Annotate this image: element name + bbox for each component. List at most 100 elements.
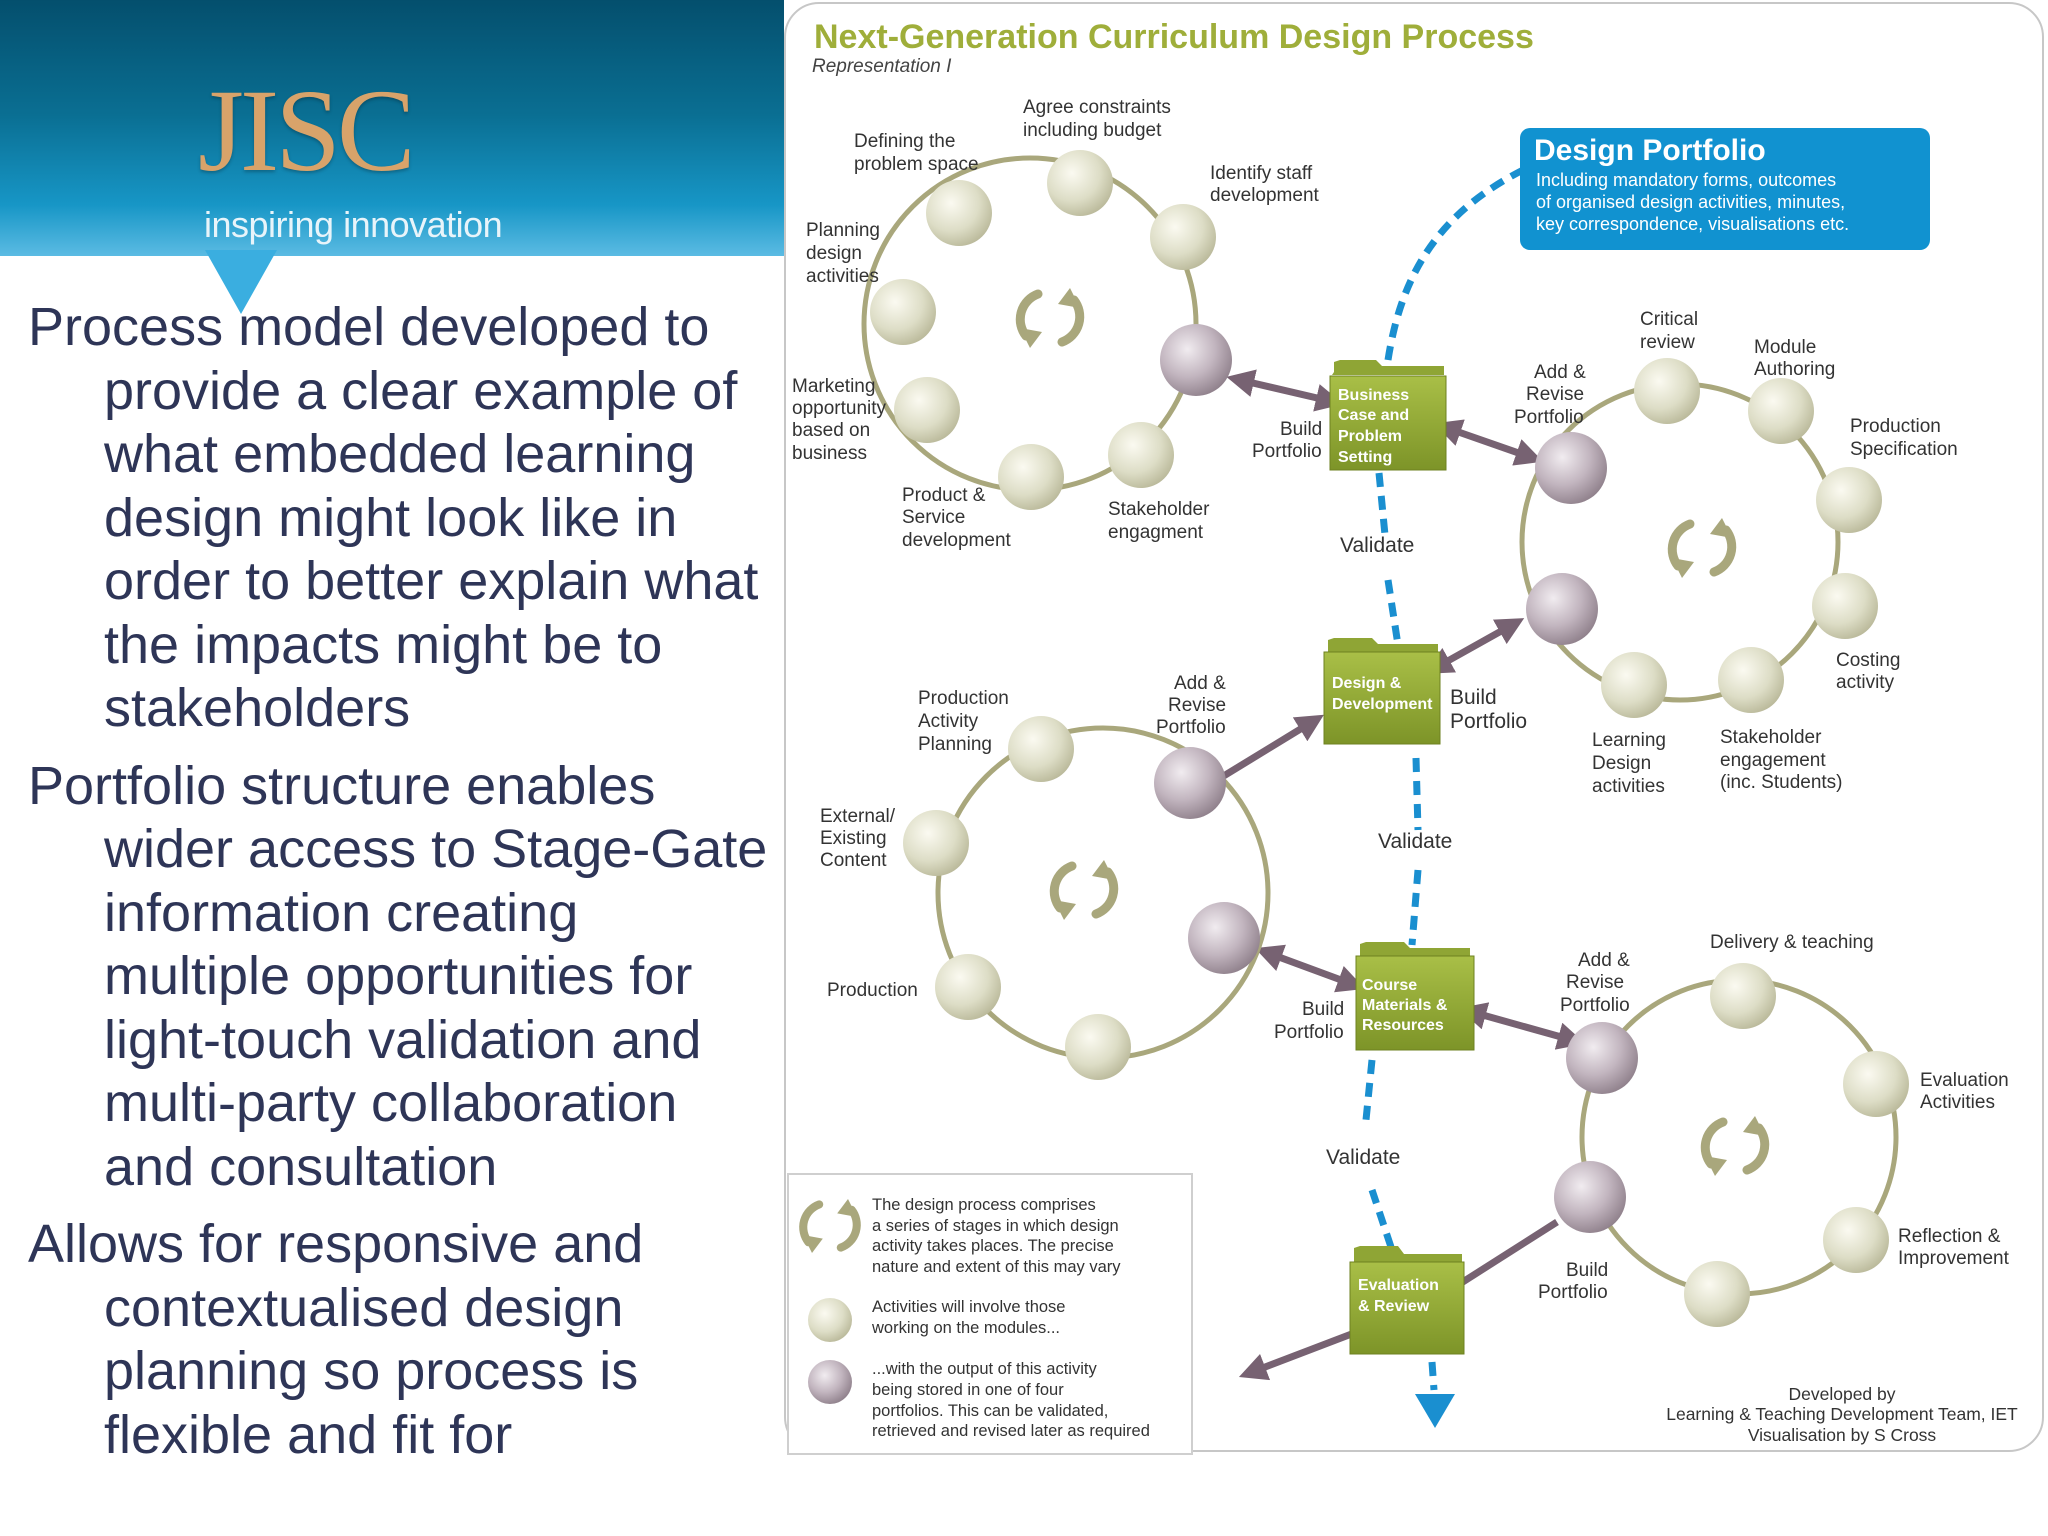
svg-text:The design process comprises: The design process comprises bbox=[872, 1196, 1096, 1214]
svg-text:being stored in one of four: being stored in one of four bbox=[872, 1381, 1064, 1399]
svg-text:of organised design activities: of organised design activities, minutes, bbox=[1536, 192, 1845, 212]
svg-text:Add &: Add & bbox=[1534, 362, 1586, 383]
folder-evaluation-review: Evaluation & Review bbox=[1349, 1246, 1465, 1355]
svg-text:Portfolio: Portfolio bbox=[1560, 995, 1630, 1016]
svg-text:engagement: engagement bbox=[1720, 750, 1826, 771]
svg-text:Business: Business bbox=[1338, 387, 1409, 404]
svg-text:External/: External/ bbox=[820, 806, 896, 827]
svg-text:Design &: Design & bbox=[1332, 675, 1402, 692]
svg-text:Production: Production bbox=[1850, 416, 1941, 437]
svg-text:Resources: Resources bbox=[1362, 1017, 1444, 1034]
svg-text:Specification: Specification bbox=[1850, 439, 1958, 460]
svg-text:Authoring: Authoring bbox=[1754, 359, 1835, 380]
svg-text:Production: Production bbox=[827, 980, 918, 1001]
svg-text:Product &: Product & bbox=[902, 485, 986, 506]
svg-text:Validate: Validate bbox=[1326, 1146, 1400, 1169]
svg-text:engagment: engagment bbox=[1108, 522, 1204, 543]
svg-text:Costing: Costing bbox=[1836, 650, 1900, 671]
svg-text:activity: activity bbox=[1836, 672, 1895, 693]
svg-text:Case and: Case and bbox=[1338, 407, 1409, 424]
svg-text:including budget: including budget bbox=[1023, 120, 1162, 141]
credits: Developed by Learning & Teaching Develop… bbox=[1666, 1384, 2018, 1445]
bullet-list: Process model developed to provide a cle… bbox=[28, 296, 768, 1481]
header-band bbox=[0, 0, 784, 256]
svg-text:activities: activities bbox=[1592, 776, 1665, 797]
design-portfolio-box bbox=[1520, 128, 1930, 250]
svg-text:key correspondence, visualisat: key correspondence, visualisations etc. bbox=[1536, 214, 1849, 234]
svg-text:Reflection &: Reflection & bbox=[1898, 1226, 2001, 1247]
svg-text:Portfolio: Portfolio bbox=[1538, 1282, 1608, 1303]
svg-text:(inc. Students): (inc. Students) bbox=[1720, 772, 1843, 793]
svg-text:Visualisation by S Cross: Visualisation by S Cross bbox=[1748, 1425, 1937, 1445]
svg-text:a series of stages in which de: a series of stages in which design bbox=[872, 1217, 1119, 1235]
svg-text:Evaluation: Evaluation bbox=[1358, 1277, 1439, 1294]
svg-text:Portfolio: Portfolio bbox=[1514, 407, 1584, 428]
logo-tagline: inspiring innovation bbox=[204, 204, 503, 245]
svg-text:business: business bbox=[792, 443, 867, 464]
svg-text:retrieved and revised later as: retrieved and revised later as required bbox=[872, 1422, 1150, 1440]
svg-text:Design: Design bbox=[1592, 753, 1651, 774]
svg-text:Delivery & teaching: Delivery & teaching bbox=[1710, 932, 1874, 953]
svg-text:Setting: Setting bbox=[1338, 449, 1392, 466]
svg-text:Build: Build bbox=[1450, 686, 1497, 709]
bullet-item: Process model developed to provide a cle… bbox=[28, 297, 759, 738]
svg-text:based on: based on bbox=[792, 420, 870, 441]
svg-text:Portfolio: Portfolio bbox=[1450, 710, 1527, 733]
svg-text:Materials &: Materials & bbox=[1362, 997, 1448, 1014]
svg-text:Evaluation: Evaluation bbox=[1920, 1070, 2009, 1091]
svg-text:review: review bbox=[1640, 332, 1695, 353]
portfolio-nodes bbox=[1154, 324, 1638, 1233]
svg-text:Portfolio: Portfolio bbox=[1252, 441, 1322, 462]
svg-text:Agree constraints: Agree constraints bbox=[1023, 97, 1171, 118]
svg-text:Revise: Revise bbox=[1566, 972, 1624, 993]
legend: The design process comprises a series of… bbox=[787, 1173, 1193, 1455]
label-delivery: Delivery & teaching bbox=[1710, 932, 1874, 953]
svg-text:...with the output of this act: ...with the output of this activity bbox=[872, 1360, 1097, 1378]
design-portfolio-title: Design Portfolio bbox=[1534, 134, 1766, 167]
svg-text:Build: Build bbox=[1566, 1260, 1608, 1281]
svg-text:Service: Service bbox=[902, 507, 965, 528]
svg-text:Production: Production bbox=[918, 688, 1009, 709]
svg-text:design: design bbox=[806, 243, 862, 264]
svg-text:development: development bbox=[902, 530, 1012, 551]
svg-text:& Review: & Review bbox=[1358, 1298, 1430, 1315]
validation-lines bbox=[1362, 164, 1529, 1391]
svg-text:Revise: Revise bbox=[1526, 384, 1584, 405]
svg-text:problem space: problem space bbox=[854, 154, 979, 175]
svg-text:Stakeholder: Stakeholder bbox=[1720, 727, 1822, 748]
svg-text:Learning & Teaching Developmen: Learning & Teaching Development Team, IE… bbox=[1666, 1404, 2018, 1424]
bullet-item: Allows for responsive and contextualised… bbox=[28, 1214, 644, 1465]
label-production: Production bbox=[827, 980, 918, 1001]
svg-text:activity takes places. The pre: activity takes places. The precise bbox=[872, 1237, 1114, 1255]
diagram-subtitle: Representation I bbox=[812, 56, 952, 77]
svg-text:development: development bbox=[1210, 185, 1320, 206]
header-pointer bbox=[205, 250, 277, 314]
svg-text:activities: activities bbox=[806, 266, 879, 287]
svg-text:Development: Development bbox=[1332, 696, 1433, 713]
svg-text:Marketing: Marketing bbox=[792, 376, 875, 397]
svg-text:Activity: Activity bbox=[918, 711, 979, 732]
folder-business-case: Business Case and Problem Setting bbox=[1329, 360, 1447, 471]
down-arrow-icon bbox=[1415, 1394, 1455, 1428]
curriculum-process-diagram: Next-Generation Curriculum Design Proces… bbox=[784, 2, 2044, 1455]
svg-text:Build: Build bbox=[1280, 419, 1322, 440]
svg-text:Build: Build bbox=[1302, 999, 1344, 1020]
svg-text:Add &: Add & bbox=[1174, 673, 1226, 694]
svg-text:Validate: Validate bbox=[1378, 830, 1452, 853]
design-portfolio-desc: Including mandatory forms, outcomes of o… bbox=[1536, 170, 1849, 234]
